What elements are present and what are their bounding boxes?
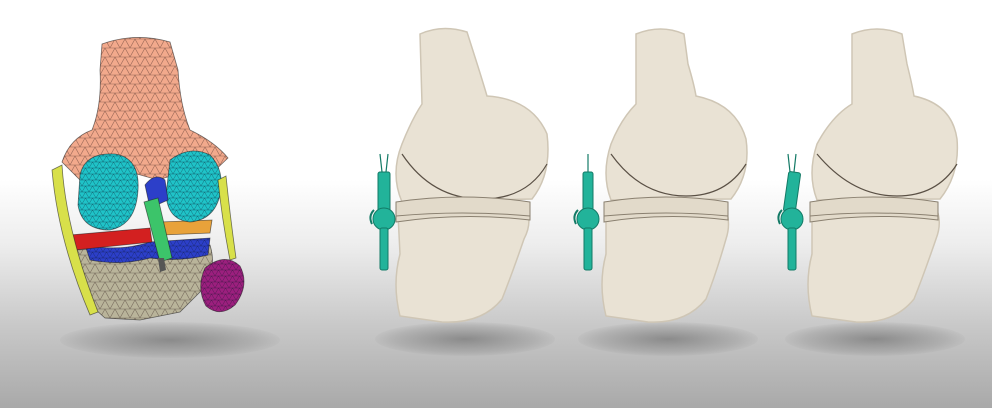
tibia-bone xyxy=(396,210,529,322)
tibia-bone xyxy=(602,210,729,322)
mesh-knee-model xyxy=(40,30,270,330)
strain-gauge-icon xyxy=(574,154,599,270)
femur-bone xyxy=(396,28,548,202)
femur-bone xyxy=(606,29,747,200)
strain-gauge-icon xyxy=(370,154,395,270)
orange-meniscus xyxy=(160,220,212,235)
tibia-bone xyxy=(808,210,939,322)
knee-render-1 xyxy=(362,24,562,334)
knee-render-2 xyxy=(566,24,766,334)
strain-gauge-icon xyxy=(778,154,803,270)
yellow-ligament-right xyxy=(218,176,236,260)
knee-render-3 xyxy=(772,24,972,334)
femur-bone xyxy=(812,29,957,200)
